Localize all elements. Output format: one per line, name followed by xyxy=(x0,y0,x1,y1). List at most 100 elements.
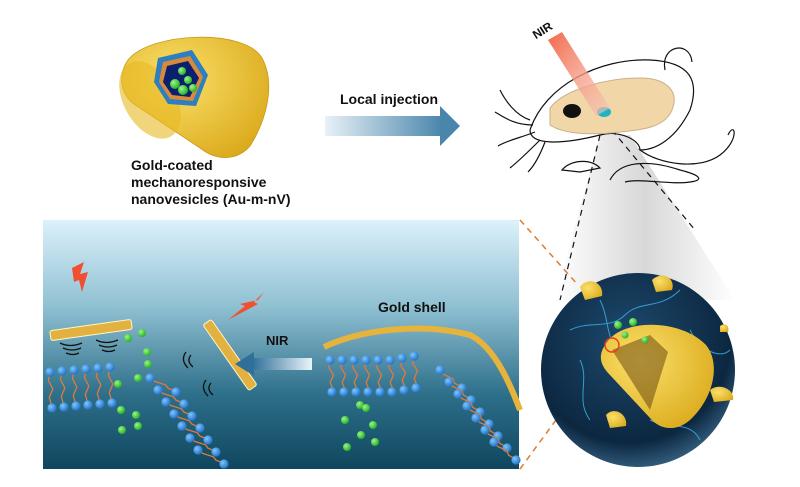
lipid-head xyxy=(177,421,187,431)
lipid-tail xyxy=(340,359,347,391)
cargo-molecules xyxy=(114,329,379,451)
lipid-head xyxy=(81,364,91,374)
cargo-molecule xyxy=(144,360,152,368)
lipid-head xyxy=(444,377,454,387)
lipid-tail xyxy=(59,370,66,406)
lipid-head xyxy=(375,387,385,397)
caption-line: nanovesicles (Au-m-nV) xyxy=(131,191,291,207)
brain-tissue-sphere xyxy=(541,273,735,467)
cargo-molecule xyxy=(343,443,351,451)
local-injection-arrow xyxy=(325,106,460,146)
caption-line: mechanoresponsive xyxy=(131,174,267,190)
lipid-tail xyxy=(328,359,335,391)
lipid-tail xyxy=(71,369,78,405)
gold-fragment-horizontal xyxy=(49,319,133,341)
lipid-head xyxy=(69,365,79,375)
nir-beam-top xyxy=(548,32,610,116)
lipid-head xyxy=(153,385,163,395)
lipid-head xyxy=(387,387,397,397)
membrane-disrupted xyxy=(45,362,229,469)
lipid-head xyxy=(195,423,205,433)
lipid-head xyxy=(489,437,499,447)
lipid-tail xyxy=(400,357,407,389)
gold-shell-label: Gold shell xyxy=(378,299,446,315)
lipid-head xyxy=(187,411,197,421)
lipid-head xyxy=(171,387,181,397)
cargo-molecule xyxy=(132,411,140,419)
lipid-head xyxy=(480,425,490,435)
lipid-head xyxy=(327,387,337,397)
lipid-tail xyxy=(352,359,359,391)
lipid-head xyxy=(462,401,472,411)
lipid-tail xyxy=(364,359,371,391)
lipid-head xyxy=(179,399,189,409)
lipid-head xyxy=(373,355,383,365)
brain-illustration xyxy=(549,77,675,135)
cargo-molecule xyxy=(369,421,377,429)
lipid-head xyxy=(363,387,373,397)
lipid-head xyxy=(47,403,57,413)
lipid-head xyxy=(45,367,55,377)
lipid-tail xyxy=(95,367,102,403)
cargo-molecule xyxy=(124,334,132,342)
zoom-line-top xyxy=(519,219,579,286)
laser-bolt-icon xyxy=(72,262,88,292)
lipid-head xyxy=(211,447,221,457)
lipid-head xyxy=(59,402,69,412)
lipid-head xyxy=(203,435,213,445)
local-injection-label: Local injection xyxy=(340,91,439,107)
lipid-head xyxy=(185,433,195,443)
nanovesicle-caption: Gold-coated mechanoresponsive nanovesicl… xyxy=(131,157,290,208)
vibration-marks xyxy=(59,339,214,397)
mouse-illustration xyxy=(494,47,735,301)
lipid-head xyxy=(57,366,67,376)
cargo-molecule xyxy=(134,374,142,382)
cargo-molecule xyxy=(117,406,125,414)
cargo-molecule xyxy=(371,438,379,446)
laser-bolt-icon xyxy=(228,292,264,320)
nanovesicle-illustration xyxy=(119,36,270,158)
lipid-tail xyxy=(388,359,395,391)
lipid-tail xyxy=(412,355,419,387)
lipid-head xyxy=(351,387,361,397)
lipid-tail xyxy=(376,359,383,391)
lipid-head xyxy=(349,355,359,365)
lipid-head xyxy=(397,353,407,363)
cargo-molecule xyxy=(356,401,364,409)
cargo-molecule xyxy=(118,426,126,434)
lipid-head xyxy=(169,409,179,419)
lipid-head xyxy=(219,459,229,469)
cargo-molecule xyxy=(134,422,142,430)
lipid-head xyxy=(83,400,93,410)
lipid-head xyxy=(361,355,371,365)
lipid-head xyxy=(385,355,395,365)
lipid-head xyxy=(71,401,81,411)
cargo-molecule xyxy=(341,416,349,424)
caption-line: Gold-coated xyxy=(131,157,213,173)
cargo-molecule xyxy=(114,380,122,388)
lipid-head xyxy=(105,362,115,372)
nir-arrow-label: NIR xyxy=(266,333,289,348)
lipid-head xyxy=(399,385,409,395)
nir-arrow xyxy=(235,352,312,376)
lipid-head xyxy=(409,351,419,361)
lipid-tail xyxy=(83,368,90,404)
lipid-head xyxy=(161,397,171,407)
gold-shell-curved xyxy=(322,325,523,412)
membrane-intact xyxy=(325,351,521,465)
lipid-head xyxy=(93,363,103,373)
lipid-head xyxy=(95,399,105,409)
lipid-head xyxy=(453,389,463,399)
lipid-tail xyxy=(107,366,114,402)
gold-fragment-diagonal xyxy=(203,319,257,391)
lipid-head xyxy=(145,373,155,383)
lipid-head xyxy=(107,398,117,408)
lipid-tail xyxy=(47,371,54,407)
lipid-head xyxy=(339,387,349,397)
lipid-head xyxy=(337,355,347,365)
lipid-head xyxy=(193,445,203,455)
cargo-molecule xyxy=(362,404,370,412)
cargo-molecule xyxy=(143,348,151,356)
cargo-molecule xyxy=(138,329,146,337)
